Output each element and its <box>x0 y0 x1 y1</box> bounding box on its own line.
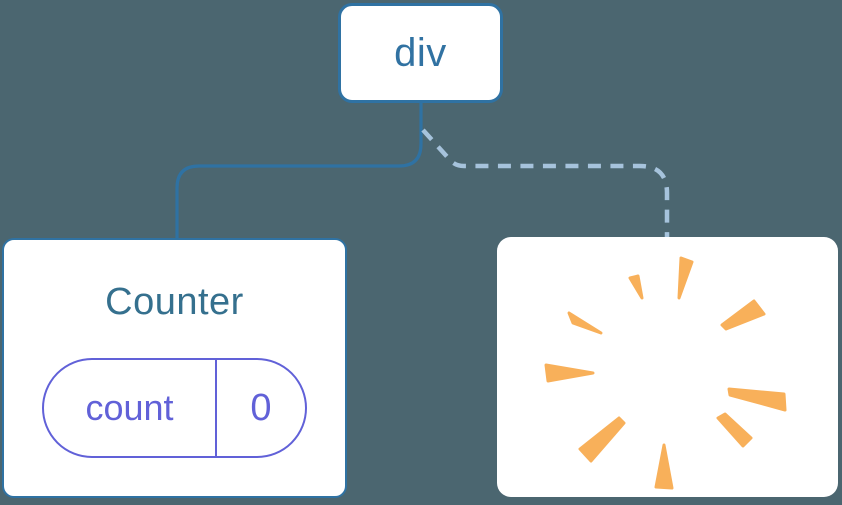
connector-dashed <box>421 128 670 240</box>
tree-node-div: div <box>338 3 503 103</box>
poof-icon <box>544 256 787 490</box>
root-node-label: div <box>394 30 447 75</box>
state-pill: count 0 <box>42 358 307 458</box>
state-value: 0 <box>215 360 305 456</box>
component-title: Counter <box>105 281 244 323</box>
tree-node-counter: Counter count 0 <box>2 238 347 498</box>
connector-solid <box>175 101 423 240</box>
tree-node-removed <box>497 237 838 497</box>
state-key: count <box>85 387 174 428</box>
